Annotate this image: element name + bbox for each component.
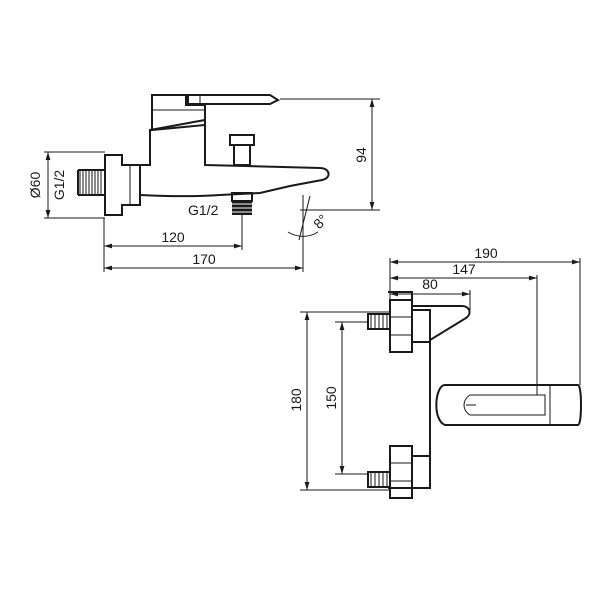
shower-outlet-connector: [231, 192, 253, 215]
dimension-80-label: 80: [422, 276, 438, 292]
mixer-body-top: [388, 291, 471, 489]
outlet-thread-label: G1/2: [188, 202, 219, 218]
lever-handle-top: [435, 384, 582, 426]
diverter-knob: [229, 134, 255, 166]
dimension-180-label: 180: [288, 388, 304, 412]
wall-thread-connector: [77, 169, 105, 196]
dimension-120-label: 120: [161, 229, 185, 245]
lever-handle: [187, 94, 281, 105]
angle-label: 8°: [310, 211, 331, 232]
mixer-body: [139, 118, 330, 198]
diameter-label: Ø60: [27, 172, 43, 199]
height-dimension-label: 94: [353, 147, 369, 163]
wall-thread-label: G1/2: [51, 170, 67, 201]
lower-inlet: [367, 445, 431, 499]
dimension-147-label: 147: [452, 261, 476, 277]
dimension-150-label: 150: [323, 386, 339, 410]
dimension-190-label: 190: [474, 245, 498, 261]
top-view: 190 147 80 180 150: [288, 245, 582, 499]
side-view: Ø60 G1/2 G1/2 94 8° 120 170: [27, 94, 380, 272]
wall-flange: [104, 154, 141, 216]
dimension-170-label: 170: [192, 251, 216, 267]
upper-inlet: [367, 299, 431, 353]
